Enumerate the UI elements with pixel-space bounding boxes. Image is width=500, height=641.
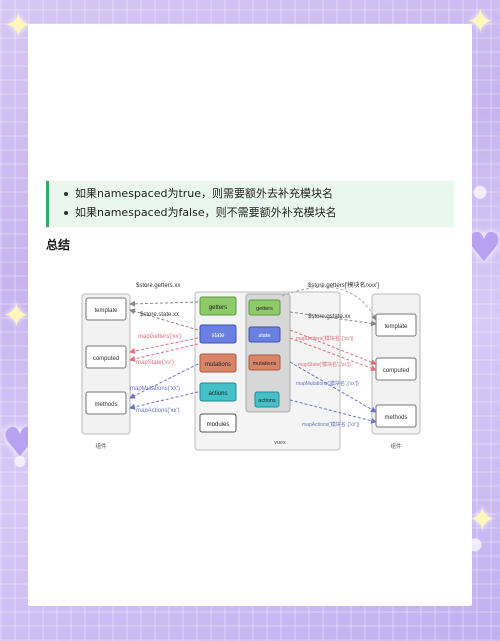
right-computed-label: computed xyxy=(383,368,409,374)
store-getters-box xyxy=(199,296,237,316)
right-map-state-arrow xyxy=(289,337,377,372)
right-state-arrow xyxy=(289,311,377,327)
left-methods-box xyxy=(85,391,127,415)
module-actions-box xyxy=(254,391,280,408)
summary-heading: 总结 xyxy=(46,238,71,252)
left-group-caption: 组件 xyxy=(95,442,107,450)
module-getters-box xyxy=(248,299,281,316)
store-modules-box xyxy=(199,413,237,433)
right-methods-label: methods xyxy=(384,415,407,421)
left-map-actions-arrow xyxy=(129,391,199,410)
module-actions-label: actions xyxy=(258,398,276,404)
right-map-getters-arrow xyxy=(289,329,377,365)
star-decoration-icon: ✦ xyxy=(2,296,31,336)
left-template-label: template xyxy=(94,308,118,314)
left-label-getters: $store.getters.xx xyxy=(136,283,180,289)
store-modules-label: modules xyxy=(207,422,230,428)
right-label-map-getters: mapGetters('模块名',['xx']) xyxy=(296,335,354,342)
right-group-caption: 组件 xyxy=(390,442,402,450)
left-computed-label: computed xyxy=(93,356,119,362)
store-mutations-label: mutations xyxy=(205,362,231,368)
store-actions-label: actions xyxy=(208,391,227,397)
store-actions-box xyxy=(199,382,237,402)
left-map-mutations-arrow xyxy=(129,363,199,399)
namespace-note: 如果namespaced为true，则需要额外去补充模块名 如果namespac… xyxy=(46,181,454,227)
right-label-getters: $store.getters['模块名/xxx'] xyxy=(308,281,379,289)
vuex-caption: vuex xyxy=(274,440,286,446)
module-mutations-label: mutations xyxy=(253,361,277,367)
star-decoration-icon: ✦ xyxy=(4,6,33,46)
left-label-map-mutations: mapMutations('xx') xyxy=(130,386,180,392)
vuex-diagram: template computed methods 组件 getters sta… xyxy=(81,281,421,451)
left-label-state: $store.state.xx xyxy=(140,312,179,318)
note-item: 如果namespaced为true，则需要额外去补充模块名 xyxy=(64,184,454,203)
store-mutations-box xyxy=(199,353,237,373)
module-group xyxy=(245,293,291,413)
left-map-state-arrow xyxy=(129,343,199,362)
left-template-box xyxy=(85,297,127,321)
store-state-label: state xyxy=(211,333,225,339)
left-label-map-getters: mapGetters('xx') xyxy=(138,334,182,340)
store-getters-label: getters xyxy=(209,305,227,311)
right-label-map-mutations: mapMutations('模块名',['xx']) xyxy=(296,380,359,387)
right-label-state: $store.gstate.xx xyxy=(308,314,350,320)
left-label-map-actions: mapActions('xx') xyxy=(136,408,180,414)
left-map-getters-arrow xyxy=(129,337,199,354)
right-template-label: template xyxy=(384,324,408,330)
right-label-map-actions: mapActions('模块名',['xx']) xyxy=(302,421,360,428)
module-state-box xyxy=(248,326,281,343)
left-getters-arrow xyxy=(129,300,199,307)
note-item: 如果namespaced为false，则不需要额外补充模块名 xyxy=(64,203,454,222)
left-state-arrow xyxy=(129,308,199,331)
module-state-label: state xyxy=(259,333,271,339)
left-computed-box xyxy=(85,345,127,369)
module-mutations-box xyxy=(248,354,281,371)
right-getters-arrow xyxy=(281,286,377,321)
right-methods-box xyxy=(375,404,417,428)
right-map-mutations-arrow xyxy=(289,361,377,413)
left-label-map-state: mapState('xx') xyxy=(136,360,174,366)
store-state-box xyxy=(199,324,237,344)
right-label-map-state: mapState('模块名',['xx']) xyxy=(298,361,351,368)
left-methods-label: methods xyxy=(94,402,117,408)
module-getters-label: getters xyxy=(256,306,273,312)
star-decoration-icon: ✦ xyxy=(468,500,497,540)
